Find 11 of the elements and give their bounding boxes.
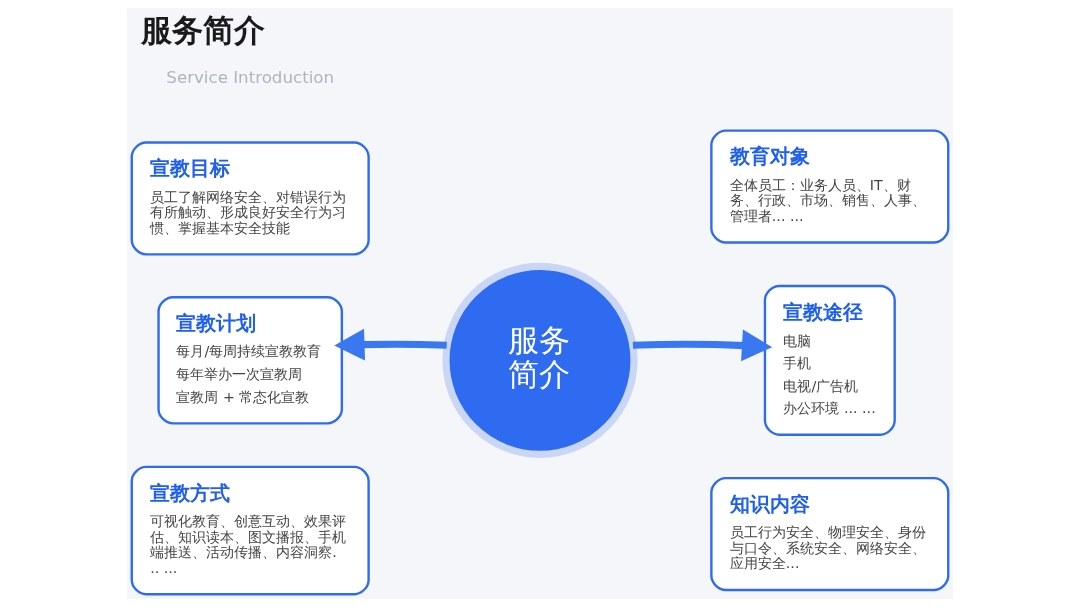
node-circle: 服务简介 xyxy=(442,262,638,458)
arrow xyxy=(334,328,447,361)
node-box: 宣教方式 可视化教育、创意互动、效果评估、知识读本、图文播报、手机端推送、活动传播、内容洞察... ... xyxy=(130,465,370,596)
node-box: 知识内容 员工行为安全、物理安全、身份与口令、系统安全、网络安全、应用安全... xyxy=(710,476,950,592)
label: Service Introduction xyxy=(166,67,335,87)
diagram-title: 服务简介 xyxy=(141,12,266,49)
node-box: 宣教目标 员工了解网络安全、对错误行为有所触动、形成良好安全行为习惯、掌握基本安全技能 xyxy=(130,141,370,256)
node-box: 教育对象 全体员工：业务人员、IT、财务、行政、市场、销售、人事、管理者... ... xyxy=(710,129,950,244)
node-box: 宣教途径 电脑 手机 电视/广告机 办公环境 ... ... xyxy=(763,284,896,436)
node-box: 宣教计划 每月/每周持续宣教教育 每年举办一次宣教周 宣教周 + 常态化宣教 xyxy=(157,296,343,425)
arrow xyxy=(632,329,773,362)
